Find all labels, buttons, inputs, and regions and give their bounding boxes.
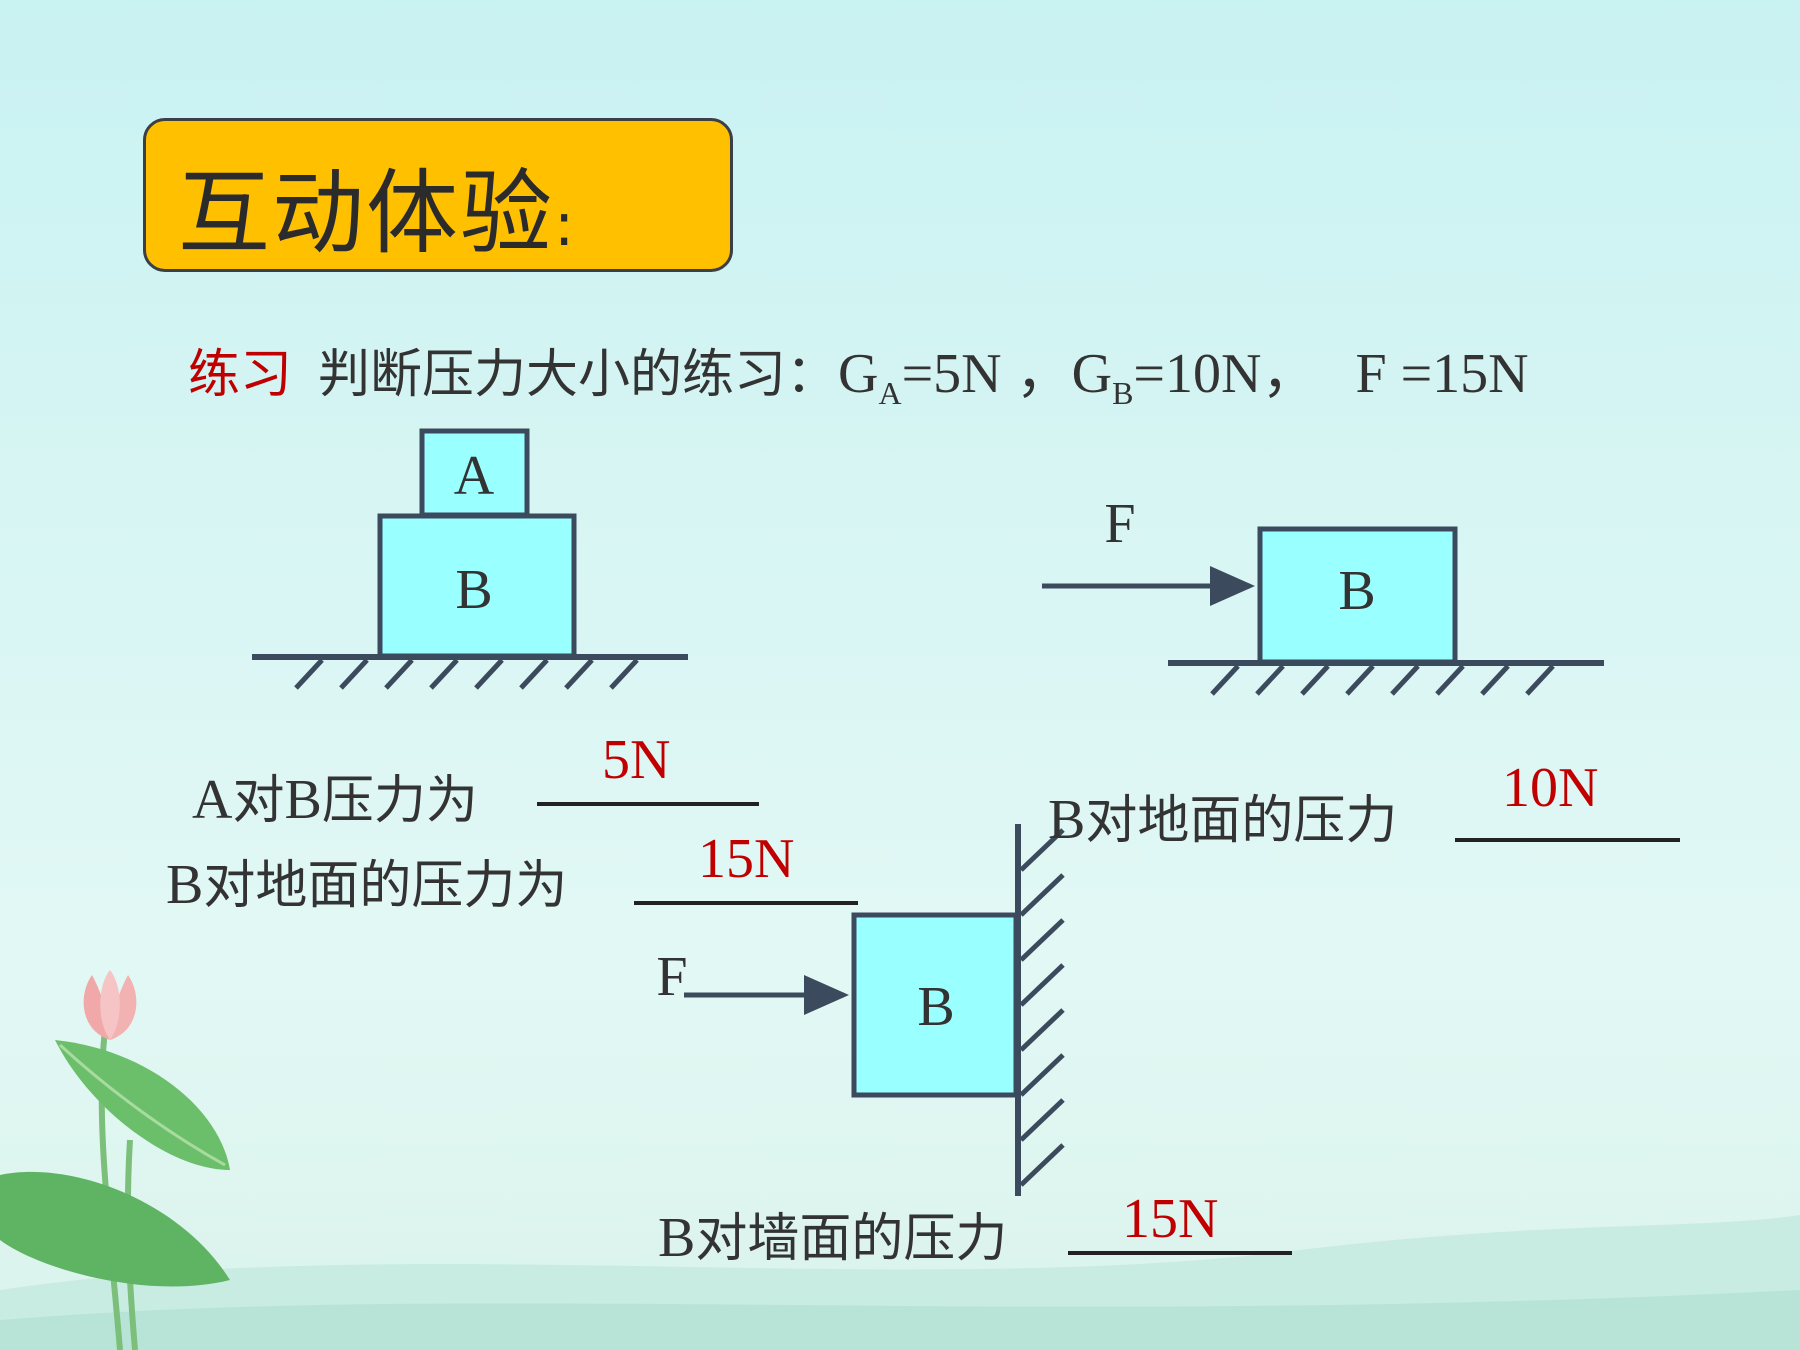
q1-prefix: A bbox=[192, 769, 233, 831]
answer-b-on-wall: 15N bbox=[1122, 1188, 1219, 1250]
answer-b-on-ground-2: 10N bbox=[1502, 757, 1599, 819]
lotus-leaf-lower bbox=[0, 1171, 230, 1287]
q4-text: 对墙面的压力 bbox=[695, 1209, 1008, 1269]
lotus-flower-icon bbox=[83, 970, 137, 1040]
block-b-wall bbox=[851, 912, 1019, 1098]
ga-sub: A bbox=[878, 375, 902, 412]
lotus-leaf-vein bbox=[58, 1043, 226, 1167]
q4-prefix: B bbox=[658, 1207, 696, 1269]
diagram-wall-push: B F bbox=[656, 824, 1065, 1196]
block-a-label: A bbox=[454, 445, 495, 507]
diagram-horizontal-push: F B bbox=[1042, 493, 1604, 696]
answer-a-on-b: 5N bbox=[602, 729, 671, 791]
answer-line-b-on-ground-1 bbox=[634, 901, 858, 905]
wall-hatch bbox=[1019, 828, 1065, 1187]
f-value: F =15N bbox=[1355, 343, 1529, 405]
ground-hatch-1 bbox=[294, 658, 639, 690]
exercise-tag: 练习 bbox=[188, 345, 293, 405]
block-b-ground bbox=[1257, 526, 1458, 665]
ga-value: GA=5N ， bbox=[838, 343, 1072, 411]
exercise-prompt: 练习判断压力大小的练习：GA=5N ，GB=10N，F =15N bbox=[188, 328, 1529, 412]
q2-prefix: B bbox=[166, 854, 204, 916]
block-a bbox=[419, 428, 530, 518]
diagram-stacked-blocks: A B bbox=[252, 428, 688, 690]
q3-text: 对地面的压力 bbox=[1085, 791, 1398, 851]
block-b-wall-label: B bbox=[917, 976, 954, 1038]
gb-base: G bbox=[1071, 343, 1113, 405]
block-b-stacked-label: B bbox=[455, 559, 492, 621]
exercise-text: 判断压力大小的练习： bbox=[318, 345, 839, 405]
slide-title-text: 互动体验 bbox=[178, 160, 555, 267]
question-b-on-ground-1: B对地面的压力为 bbox=[166, 843, 567, 918]
q1-suffix: 压力为 bbox=[321, 771, 478, 831]
q1-text: 对 bbox=[232, 771, 285, 831]
block-b-ground-label: B bbox=[1338, 560, 1375, 622]
force-f-label-3: F bbox=[656, 946, 687, 1008]
slide-title: 互动体验: bbox=[178, 139, 576, 272]
gb-sub: B bbox=[1112, 375, 1134, 412]
answer-line-b-on-wall bbox=[1068, 1251, 1292, 1255]
gb-rest: =10N， bbox=[1133, 343, 1318, 405]
ground-hatch-2 bbox=[1210, 664, 1555, 696]
force-f-label-2: F bbox=[1104, 493, 1135, 555]
block-b-stacked bbox=[377, 513, 577, 659]
ga-rest: =5N ， bbox=[901, 343, 1072, 405]
answer-line-b-on-ground-2 bbox=[1455, 838, 1680, 842]
q2-text: 对地面的压力为 bbox=[203, 856, 568, 916]
gb-value: GB=10N， bbox=[1071, 343, 1318, 411]
q1-b: B bbox=[284, 769, 322, 831]
answer-line-a-on-b bbox=[537, 802, 759, 806]
slide-title-colon: : bbox=[554, 190, 577, 260]
answer-b-on-ground-1: 15N bbox=[698, 828, 795, 890]
bottom-wave-2 bbox=[0, 1290, 1800, 1350]
question-a-on-b: A对B压力为 bbox=[192, 758, 478, 833]
lotus-leaf-upper bbox=[55, 1040, 230, 1170]
question-b-on-wall: B对墙面的压力 bbox=[658, 1196, 1007, 1271]
question-b-on-ground-2: B对地面的压力 bbox=[1048, 778, 1397, 853]
title-box: 互动体验: bbox=[143, 118, 733, 272]
ga-base: G bbox=[838, 343, 879, 405]
q3-prefix: B bbox=[1048, 789, 1086, 851]
